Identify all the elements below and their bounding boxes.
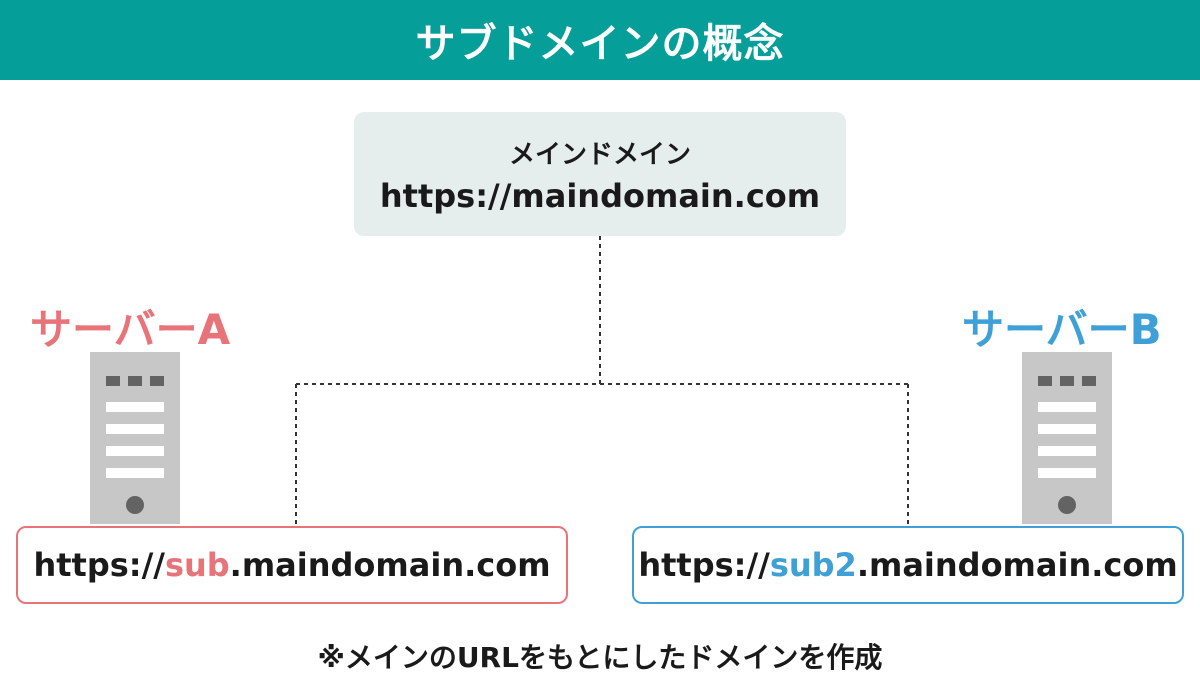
server-led [128,376,142,386]
main-domain-url: https://maindomain.com [379,176,821,215]
server-slot [1038,446,1096,456]
url-prefix: https:// [638,546,770,584]
server-led [1060,376,1074,386]
subdomain-highlight: sub2 [769,546,857,584]
server-led [106,376,120,386]
server-a-icon [90,352,180,524]
server-slot [1038,402,1096,412]
server-led [1038,376,1052,386]
server-slot [1038,468,1096,478]
subdomain-a-box: https://sub.maindomain.com [16,526,568,604]
url-prefix: https:// [33,546,165,584]
subdomain-b-box: https://sub2.maindomain.com [632,526,1184,604]
server-led [1082,376,1096,386]
page-title: サブドメインの概念 [415,21,785,67]
server-a-title: サーバーA [30,305,231,354]
subdomain-highlight: sub [164,546,230,584]
main-domain-label: メインドメイン [508,139,691,170]
url-suffix: .maindomain.com [856,546,1178,584]
server-slot [106,446,164,456]
url-suffix: .maindomain.com [229,546,551,584]
server-slot [106,424,164,434]
footnote: ※メインのURLをもとにしたドメインを作成 [317,641,883,674]
server-b-icon [1022,352,1112,524]
server-slot [106,402,164,412]
server-power-button [1058,496,1076,514]
server-slot [1038,424,1096,434]
subdomain-a-url: https://sub.maindomain.com [33,546,550,584]
server-b-title: サーバーB [962,305,1162,354]
main-domain-box: メインドメイン https://maindomain.com [354,112,846,236]
server-led [150,376,164,386]
server-slot [106,468,164,478]
subdomain-b-url: https://sub2.maindomain.com [638,546,1177,584]
header-banner: サブドメインの概念 [0,0,1200,80]
server-power-button [126,496,144,514]
